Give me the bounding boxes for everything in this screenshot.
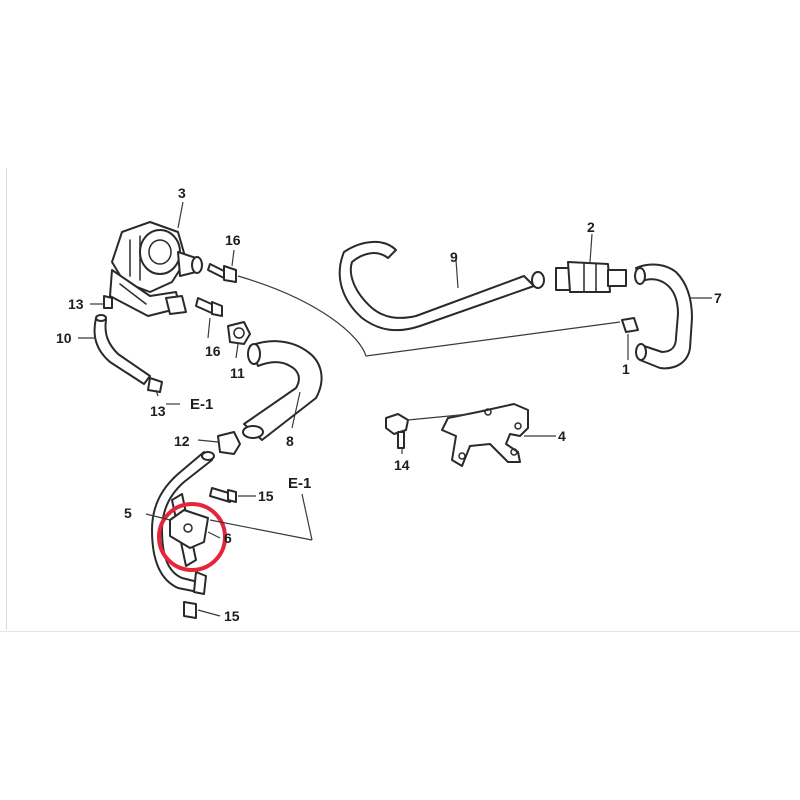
callout-16-lower: 16 bbox=[205, 343, 221, 359]
part-7-hose bbox=[634, 263, 693, 370]
part-9-hose bbox=[338, 241, 545, 332]
callout-9: 9 bbox=[450, 249, 458, 265]
frame-bottom-edge bbox=[0, 631, 800, 632]
part-13-clip-lower bbox=[147, 377, 163, 393]
callout-15-lower: 15 bbox=[224, 608, 240, 624]
leader-lines bbox=[78, 201, 712, 617]
reference-e1-upper: E-1 bbox=[190, 396, 213, 413]
callout-3: 3 bbox=[178, 185, 186, 201]
callout-13-lower: 13 bbox=[150, 403, 166, 419]
callout-2: 2 bbox=[587, 219, 595, 235]
part-3-fuel-valve bbox=[109, 221, 203, 317]
frame-left-edge bbox=[6, 168, 7, 630]
callout-16-upper: 16 bbox=[225, 232, 241, 248]
callout-1: 1 bbox=[622, 361, 630, 377]
callout-15-upper: 15 bbox=[258, 488, 274, 504]
reference-labels: E-1 E-1 bbox=[190, 396, 311, 492]
callout-10: 10 bbox=[56, 330, 72, 346]
part-13-clip-upper bbox=[103, 295, 113, 309]
callout-7: 7 bbox=[714, 290, 722, 306]
callout-11: 11 bbox=[230, 365, 245, 381]
part-15-bolt-upper bbox=[209, 487, 237, 503]
callout-14: 14 bbox=[394, 457, 410, 473]
part-16-bolt-upper bbox=[207, 263, 237, 283]
callout-8: 8 bbox=[286, 433, 294, 449]
reference-e1-lower: E-1 bbox=[288, 475, 311, 492]
part-1-clip bbox=[621, 317, 639, 333]
part-4-bracket bbox=[441, 403, 529, 467]
callout-13-upper: 13 bbox=[68, 296, 84, 312]
callout-numbers: 3 16 13 10 16 11 13 8 12 9 2 7 1 4 14 5 … bbox=[56, 185, 722, 624]
part-10-hose bbox=[93, 314, 151, 385]
part-16-bolt-lower bbox=[195, 297, 223, 317]
callout-12: 12 bbox=[174, 433, 190, 449]
part-11-clamp bbox=[227, 321, 251, 345]
callout-5: 5 bbox=[124, 505, 132, 521]
part-6-bracket bbox=[169, 509, 209, 549]
part-8-hose bbox=[242, 340, 323, 441]
highlight-circle-part-6 bbox=[157, 502, 227, 572]
part-2-fuel-filter bbox=[555, 261, 627, 293]
part-14-bolt bbox=[385, 413, 409, 449]
callout-4: 4 bbox=[558, 428, 566, 444]
part-12-clamp bbox=[217, 431, 241, 455]
callout-6: 6 bbox=[224, 530, 232, 546]
